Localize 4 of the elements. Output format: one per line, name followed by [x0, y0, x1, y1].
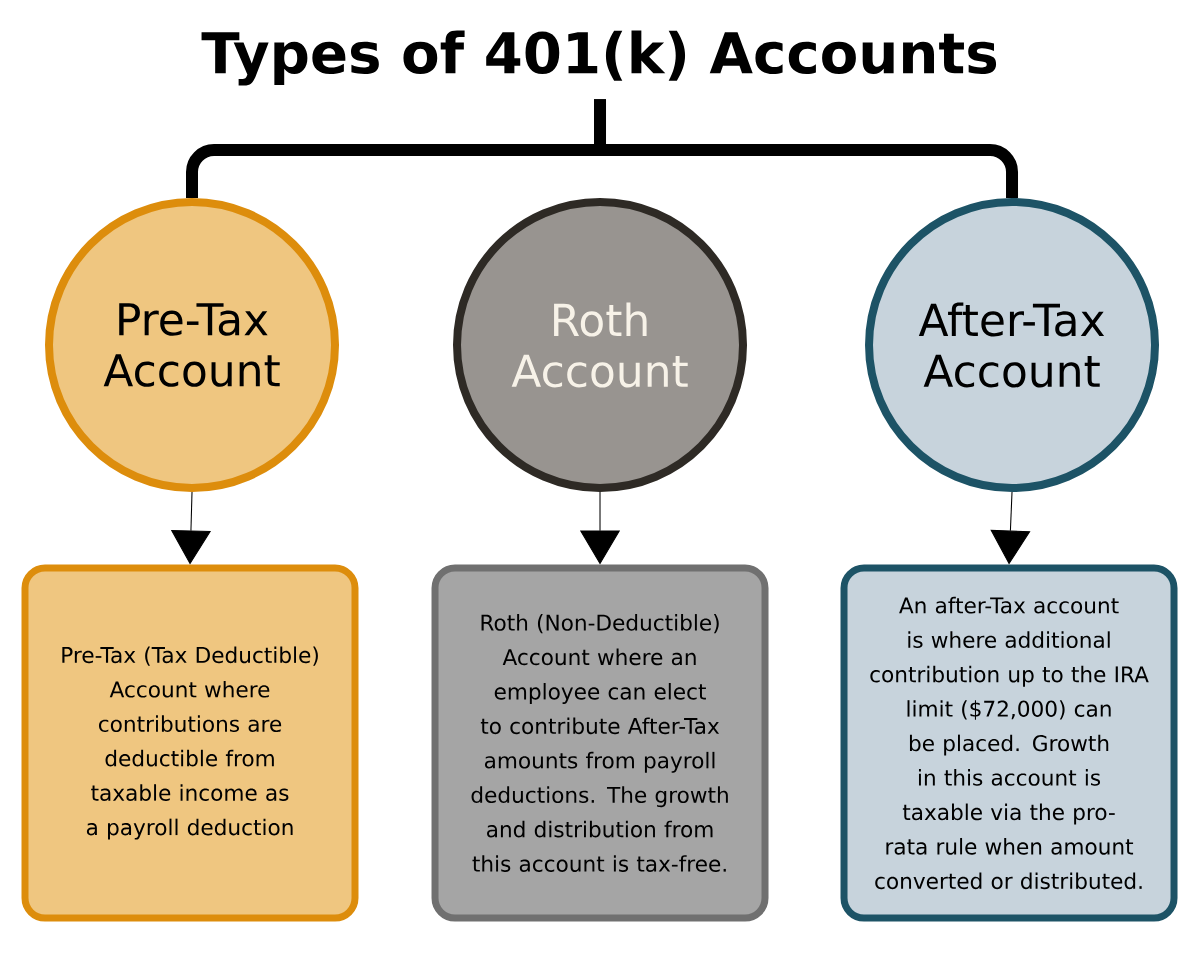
description-box: Pre-Tax (Tax Deductible) Account where contributions are deductible from taxable income as a payroll deduction: [21, 564, 359, 922]
description-box: Roth (Non-Deductible) Account where an employee can elect to contribute After-Tax amounts from payroll deductions. The growth and distribution from this account is tax-free.: [431, 564, 769, 922]
diagram-title: Types of 401(k) Accounts: [201, 30, 997, 86]
description-box: An after-Tax account is where additional contribution up to the IRA limit ($72,000) can be placed. Growth in this account is taxable via the pro-rata rule when amount converted or distributed.: [840, 564, 1178, 922]
